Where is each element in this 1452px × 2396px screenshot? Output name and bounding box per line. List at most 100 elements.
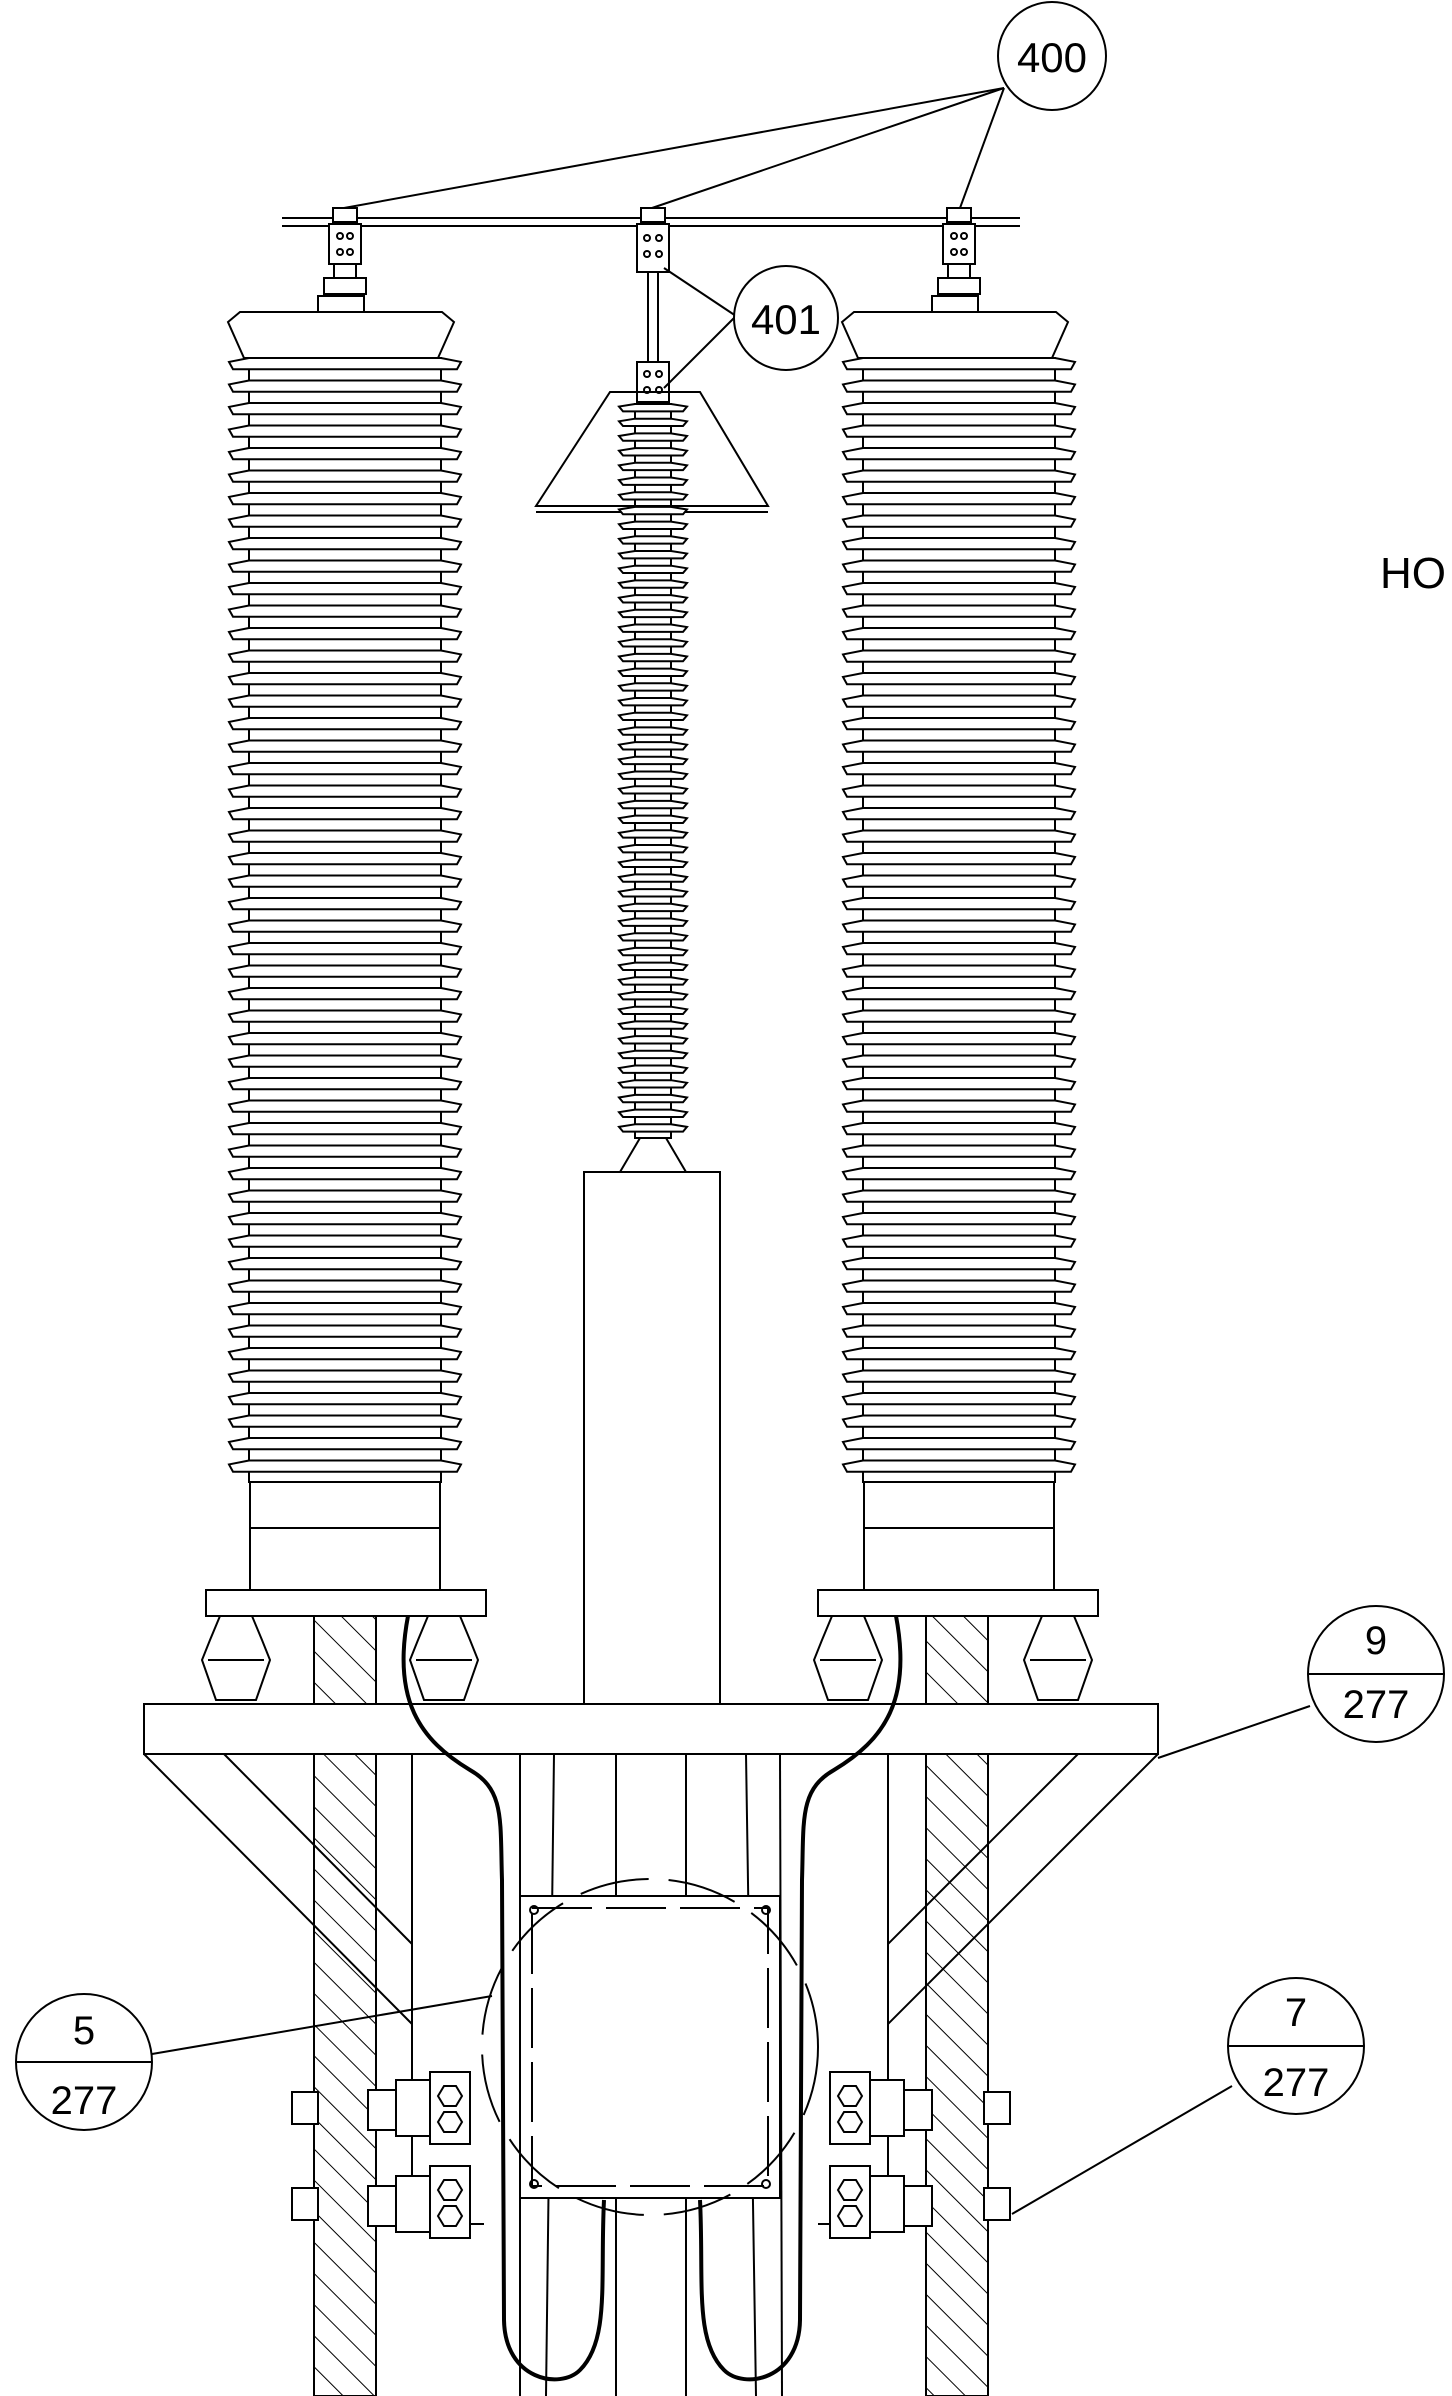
- callout-5-top: 5: [73, 2009, 95, 2053]
- insulator-shed: [617, 697, 689, 707]
- insulator-shed: [841, 1257, 1077, 1271]
- insulator-shed: [617, 814, 689, 824]
- insulator-shed: [227, 379, 463, 393]
- insulator-shed: [617, 902, 689, 913]
- insulator-shed: [617, 1064, 689, 1074]
- bushing-plate-left: [205, 1589, 487, 1617]
- insulator-shed: [617, 594, 689, 604]
- insulator-shed: [227, 784, 463, 798]
- insulator-shed: [227, 1167, 463, 1181]
- insulator-shed: [617, 535, 689, 545]
- insulator-shed: [841, 874, 1077, 888]
- callout-9-bottom: 277: [1343, 1683, 1410, 1727]
- support-insulators: [200, 1615, 1094, 1701]
- insulator-shed: [617, 1079, 689, 1089]
- center-drop: [636, 272, 670, 403]
- callout-7: 7 277: [1227, 1977, 1365, 2115]
- insulator-shed: [617, 550, 689, 560]
- callout-9-top: 9: [1365, 1619, 1387, 1663]
- callout-401: 401: [733, 265, 839, 371]
- callout-9: 9 277: [1307, 1605, 1445, 1743]
- insulator-shed: [841, 1392, 1077, 1406]
- insulator-shed: [617, 946, 689, 957]
- insulator-shed: [617, 608, 689, 619]
- insulator-shed: [227, 1347, 463, 1361]
- bus-clamp-center: [636, 207, 670, 273]
- insulator-shed: [617, 1020, 689, 1030]
- insulator-shed: [841, 852, 1077, 866]
- bus-clamp-left: [323, 207, 367, 295]
- insulator-shed: [617, 888, 689, 898]
- corona-ring: [534, 391, 770, 507]
- insulator-shed: [617, 785, 689, 795]
- insulator-shed: [227, 807, 463, 821]
- insulator-shed: [617, 1093, 689, 1104]
- callout-7-top: 7: [1285, 1991, 1307, 2035]
- insulator-shed: [617, 491, 689, 501]
- insulator-shed: [227, 1077, 463, 1091]
- cables: [401, 1615, 903, 2382]
- insulator-shed: [841, 379, 1077, 393]
- callout-7-bottom: 277: [1263, 2061, 1330, 2105]
- insulator-shed: [227, 1437, 463, 1451]
- insulator-shed: [841, 1189, 1077, 1203]
- insulator-shed: [617, 432, 689, 442]
- insulator-shed: [841, 942, 1077, 956]
- insulator-shed: [617, 932, 689, 942]
- insulator-shed: [841, 1122, 1077, 1136]
- insulator-shed: [617, 755, 689, 766]
- insulator-shed: [227, 987, 463, 1001]
- post-clamps: [291, 2091, 1011, 2221]
- insulator-shed: [227, 762, 463, 776]
- insulator-shed: [617, 447, 689, 457]
- hatched-post-1: [313, 1615, 377, 1705]
- insulator-shed: [227, 627, 463, 641]
- insulator-shed: [227, 694, 463, 708]
- insulator-shed: [841, 672, 1077, 686]
- insulator-shed: [841, 492, 1077, 506]
- center-insulator: [617, 403, 689, 1173]
- insulator-shed: [617, 623, 689, 633]
- insulator-shed: [841, 919, 1077, 933]
- insulator-shed: [617, 1005, 689, 1016]
- insulator-shed: [841, 1459, 1077, 1473]
- insulator-shed: [841, 694, 1077, 708]
- insulator-shed: [841, 1279, 1077, 1293]
- insulator-shed: [227, 942, 463, 956]
- insulator-shed: [227, 1279, 463, 1293]
- insulator-shed: [227, 1414, 463, 1428]
- insulator-shed: [227, 739, 463, 753]
- page-label: HO: [1380, 549, 1446, 598]
- insulator-shed: [617, 1049, 689, 1060]
- insulator-shed: [617, 741, 689, 751]
- callout-5-bottom: 277: [51, 2079, 118, 2123]
- insulator-shed: [227, 402, 463, 416]
- insulator-shed: [841, 357, 1077, 371]
- insulator-shed: [617, 476, 689, 486]
- insulator-shed: [841, 829, 1077, 843]
- insulator-shed: [841, 649, 1077, 663]
- insulator-shed: [227, 1324, 463, 1338]
- insulator-shed: [617, 667, 689, 677]
- insulator-shed: [227, 897, 463, 911]
- insulator-shed: [227, 1099, 463, 1113]
- insulator-shed: [841, 582, 1077, 596]
- insulator-shed: [841, 1144, 1077, 1158]
- insulator-shed: [841, 1032, 1077, 1046]
- insulator-shed: [841, 1324, 1077, 1338]
- insulator-shed: [617, 829, 689, 839]
- insulator-shed: [841, 537, 1077, 551]
- insulator-shed: [227, 1302, 463, 1316]
- insulator-shed: [841, 1212, 1077, 1226]
- hatched-post-2: [925, 1615, 989, 1705]
- insulator-shed: [841, 604, 1077, 618]
- insulator-shed: [617, 638, 689, 648]
- insulator-shed: [841, 1437, 1077, 1451]
- insulator-shed: [227, 1009, 463, 1023]
- insulator-shed: [227, 852, 463, 866]
- insulator-shed: [227, 492, 463, 506]
- insulator-shed: [841, 627, 1077, 641]
- terminal-blocks-left: [367, 2071, 471, 2239]
- insulator-shed: [617, 564, 689, 575]
